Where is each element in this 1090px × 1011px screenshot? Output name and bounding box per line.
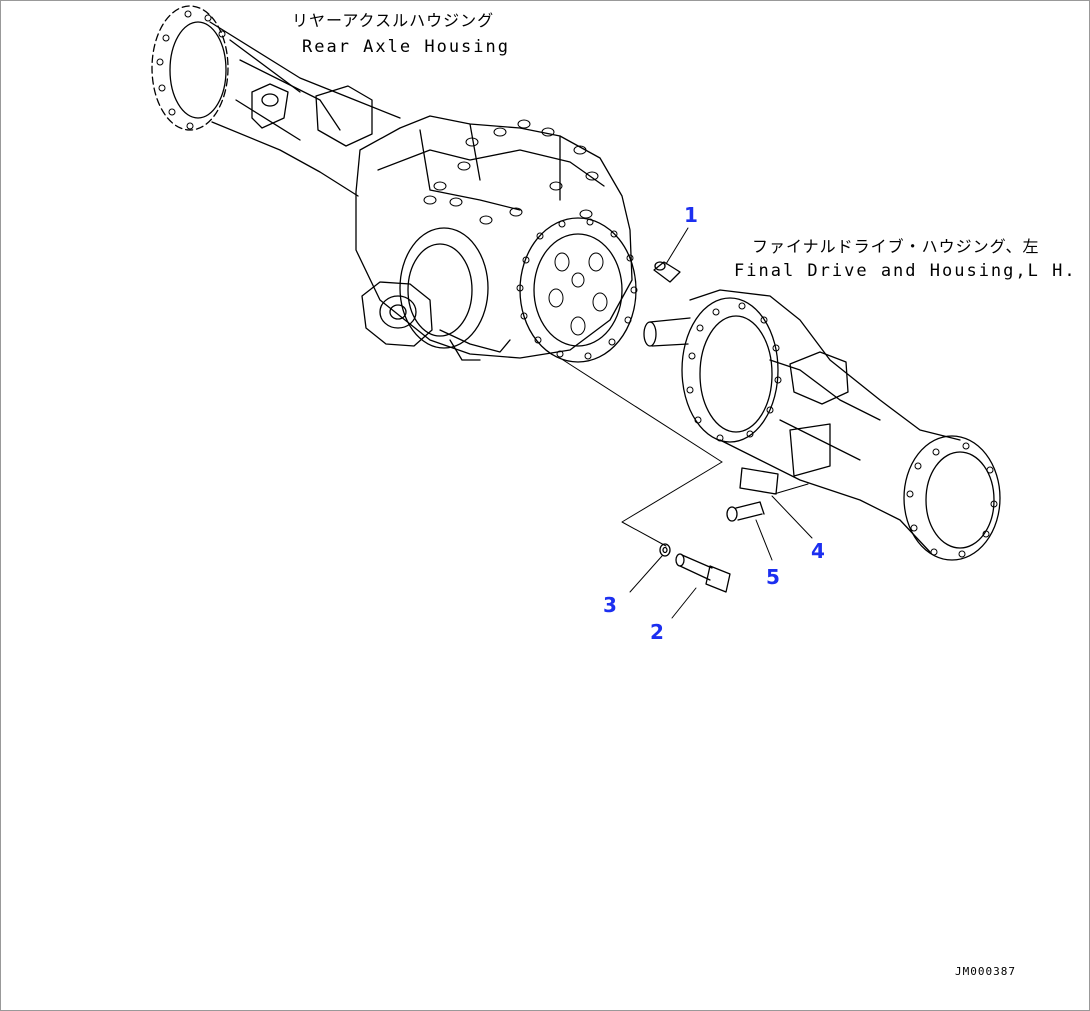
callout-3: 3 <box>603 593 617 617</box>
input-coupling <box>361 281 433 347</box>
leader-4 <box>771 495 813 539</box>
leader-1 <box>665 227 689 265</box>
part-3-washer <box>659 543 671 557</box>
center-right-flange <box>519 217 637 363</box>
final-drive-housing <box>643 289 1001 561</box>
callout-1: 1 <box>684 203 698 227</box>
final-drive-label-jp: ファイナルドライブ・ハウジング、左 <box>752 237 1040 256</box>
leader-lines <box>559 227 813 619</box>
callout-2: 2 <box>650 620 664 644</box>
rear-axle-label-en: Rear Axle Housing <box>302 37 510 57</box>
part-5-bolt <box>726 501 765 522</box>
leader-5 <box>755 519 773 561</box>
rear-left-flange <box>151 5 229 131</box>
final-drive-label-en: Final Drive and Housing,L H. <box>734 261 1077 281</box>
drawing-code: JM000387 <box>955 965 1016 978</box>
part-1-dowel-pin <box>653 261 681 283</box>
rear-axle-housing <box>151 5 638 363</box>
final-drive-right-flange <box>903 435 1001 561</box>
assembly-line-bolt <box>621 461 723 547</box>
leader-3 <box>629 555 663 593</box>
part-4-plate <box>739 467 779 495</box>
leader-2 <box>671 587 697 619</box>
callout-4: 4 <box>811 539 825 563</box>
part-2-bolt <box>675 553 731 593</box>
rear-axle-label-jp: リヤーアクスルハウジング <box>292 11 495 30</box>
callout-5: 5 <box>766 565 780 589</box>
assembly-line-center <box>559 357 723 463</box>
